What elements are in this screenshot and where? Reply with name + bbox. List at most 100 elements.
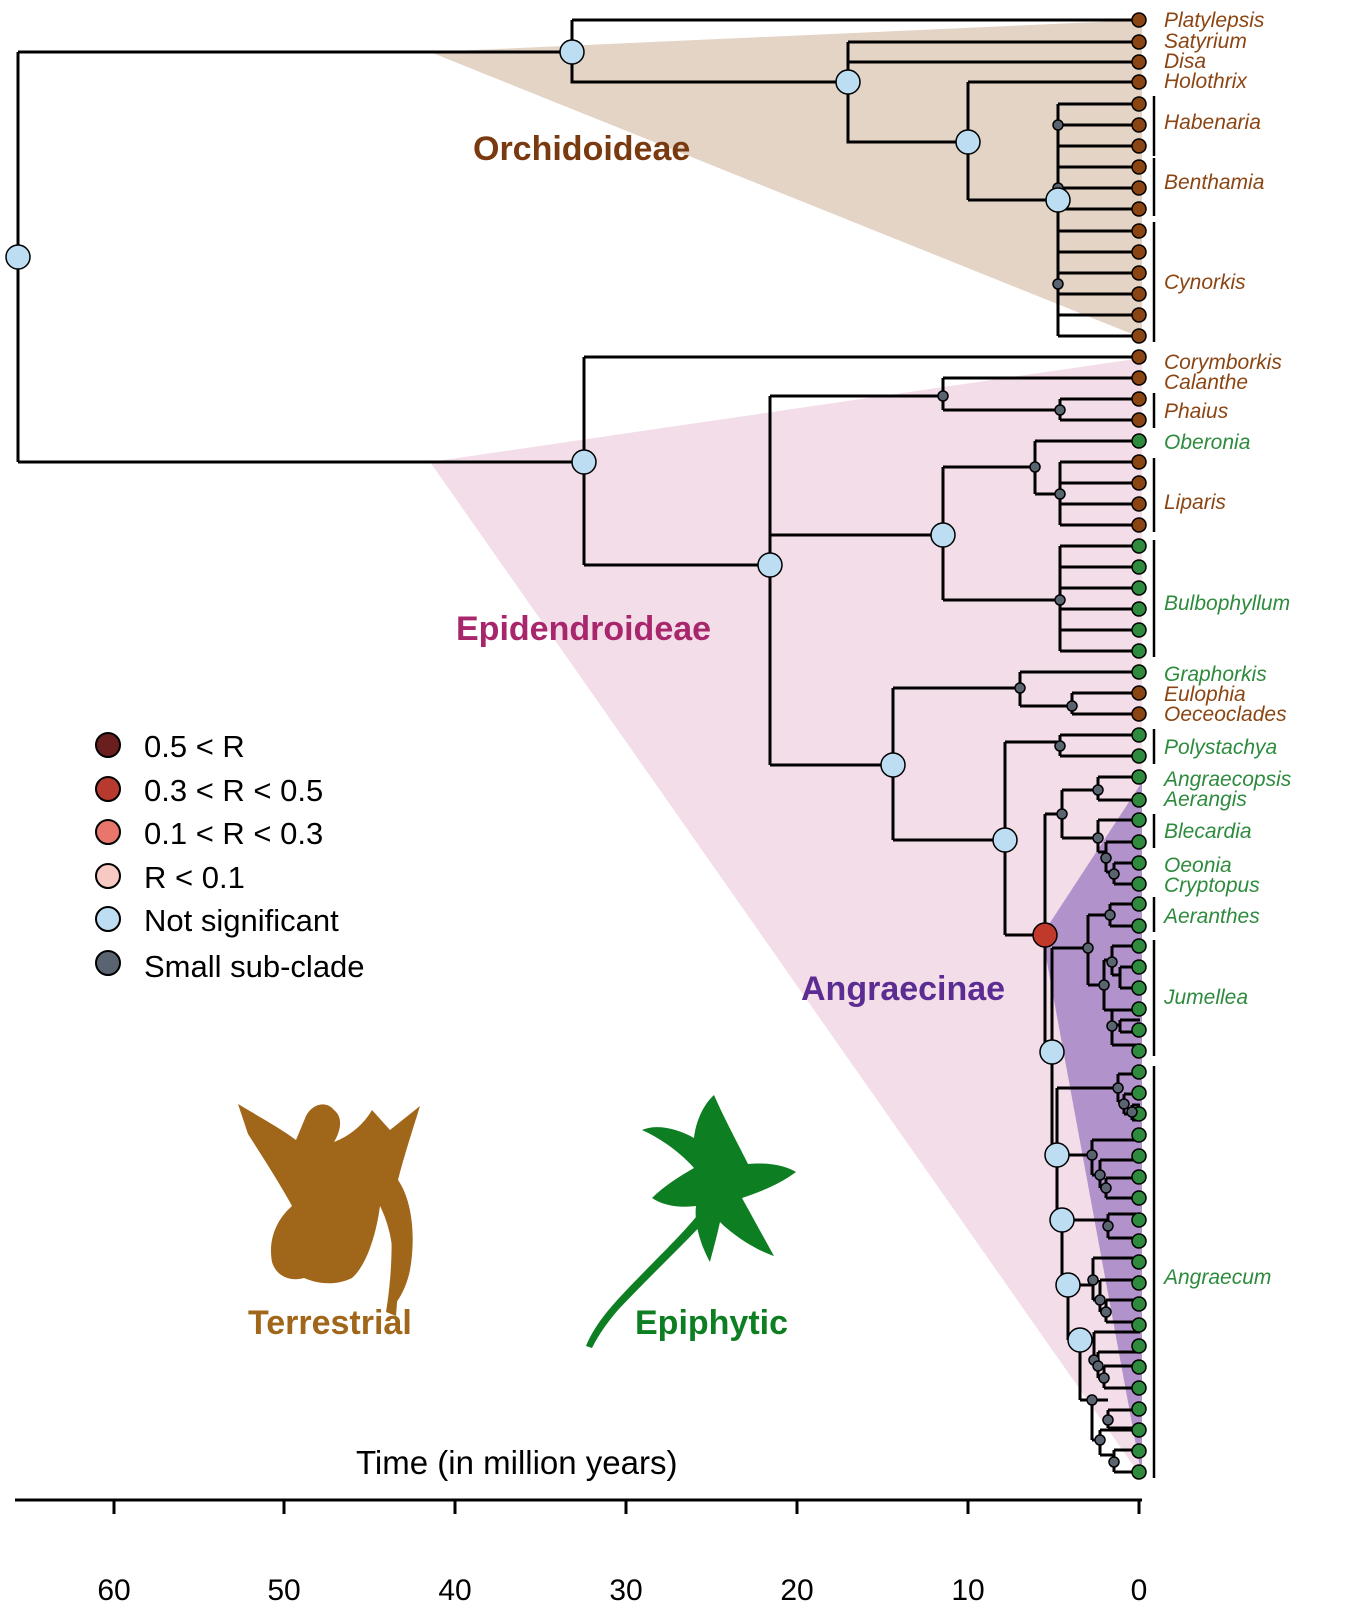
epiphytic-label: Epiphytic (635, 1304, 788, 1342)
tip-dot (1132, 371, 1146, 385)
tip-dot (1132, 728, 1146, 742)
orchidoideae-wedge (430, 20, 1142, 338)
tip-dot (1132, 1213, 1146, 1227)
tip-dot (1132, 308, 1146, 322)
tip-dot (1132, 118, 1146, 132)
tip-dot (1132, 55, 1146, 69)
tick-label: 40 (438, 1574, 471, 1607)
tip-dot (1132, 1128, 1146, 1142)
tip-dot (1132, 1297, 1146, 1311)
taxon-cryptopus: Cryptopus (1164, 874, 1260, 897)
tip-dot (1132, 476, 1146, 490)
tip-dot (1132, 181, 1146, 195)
tip-dot (1132, 1360, 1146, 1374)
tip-dot (1132, 770, 1146, 784)
tip-dot (1132, 686, 1146, 700)
tip-dot (1132, 1086, 1146, 1100)
taxon-liparis: Liparis (1164, 491, 1226, 514)
legend-dot-r-low (96, 820, 120, 844)
terrestrial-label: Terrestrial (248, 1304, 412, 1342)
significant-node (1033, 923, 1057, 947)
legend-r-low: 0.1 < R < 0.3 (144, 816, 323, 851)
tip-dot (1132, 581, 1146, 595)
legend: 0.5 < R 0.3 < R < 0.5 0.1 < R < 0.3 R < … (96, 729, 365, 984)
taxon-oeceoclades: Oeceoclades (1164, 703, 1287, 726)
tip-dot (1132, 287, 1146, 301)
tick-label: 0 (1131, 1574, 1148, 1607)
legend-dot-not-sig (96, 907, 120, 931)
clade-label-orchidoideae: Orchidoideae (473, 130, 690, 168)
tip-dot (1132, 97, 1146, 111)
taxon-platylepsis: Platylepsis (1164, 9, 1265, 32)
tip-dot (1132, 413, 1146, 427)
tip-dot (1132, 793, 1146, 807)
tip-dot (1132, 960, 1146, 974)
tip-dot (1132, 835, 1146, 849)
tip-dot (1132, 329, 1146, 343)
axis-tick-labels: 60 50 40 30 20 10 0 (97, 1574, 1147, 1607)
tip-dot (1132, 497, 1146, 511)
taxon-phaius: Phaius (1164, 400, 1229, 423)
taxon-polystachya: Polystachya (1164, 736, 1277, 759)
legend-dot-small (96, 951, 120, 975)
tip-dot (1132, 1255, 1146, 1269)
taxon-jumellea: Jumellea (1163, 986, 1248, 1009)
tip-dot (1132, 1402, 1146, 1416)
legend-not-sig: Not significant (144, 903, 339, 938)
tip-dot (1132, 919, 1146, 933)
legend-dot-r-min (96, 864, 120, 888)
tip-dot (1132, 749, 1146, 763)
tip-dot (1132, 1276, 1146, 1290)
taxon-benthamia: Benthamia (1164, 171, 1264, 194)
tick-label: 50 (267, 1574, 300, 1607)
taxon-holothrix: Holothrix (1164, 70, 1248, 93)
tip-dot (1132, 224, 1146, 238)
tip-dot (1132, 75, 1146, 89)
tip-dot (1132, 1149, 1146, 1163)
axis-title: Time (in million years) (356, 1444, 678, 1481)
tip-dot (1132, 707, 1146, 721)
taxon-habenaria: Habenaria (1164, 111, 1261, 134)
tip-dot (1132, 1044, 1146, 1058)
tip-dot (1132, 939, 1146, 953)
tip-dot (1132, 139, 1146, 153)
taxon-labels: Platylepsis Satyrium Disa Holothrix Habe… (1162, 9, 1292, 1289)
legend-r-mid: 0.3 < R < 0.5 (144, 773, 323, 808)
tip-dot (1132, 1234, 1146, 1248)
tip-dot (1132, 455, 1146, 469)
tip-dot (1132, 518, 1146, 532)
tip-dot (1132, 266, 1146, 280)
tip-dot (1132, 1339, 1146, 1353)
tip-dot (1132, 1423, 1146, 1437)
tip-dot (1132, 350, 1146, 364)
clade-label-epidendroideae: Epidendroideae (456, 610, 711, 648)
taxon-oberonia: Oberonia (1164, 431, 1250, 454)
taxon-bulbophyllum: Bulbophyllum (1164, 592, 1290, 615)
tip-dot (1132, 623, 1146, 637)
tick-label: 10 (951, 1574, 984, 1607)
taxon-aeranthes: Aeranthes (1162, 905, 1260, 928)
tip-dot (1132, 1465, 1146, 1479)
tip-dot (1132, 813, 1146, 827)
tip-dot (1132, 1191, 1146, 1205)
taxon-calanthe: Calanthe (1164, 371, 1248, 394)
tip-dot (1132, 160, 1146, 174)
tip-dot (1132, 877, 1146, 891)
clade-label-angraecinae: Angraecinae (801, 970, 1005, 1008)
tip-dot (1132, 434, 1146, 448)
tip-dot (1132, 981, 1146, 995)
legend-r-min: R < 0.1 (144, 860, 245, 895)
taxon-angraecum: Angraecum (1162, 1266, 1271, 1289)
tick-label: 20 (780, 1574, 813, 1607)
taxon-cynorkis: Cynorkis (1164, 271, 1246, 294)
tick-label: 60 (97, 1574, 130, 1607)
tip-dot (1132, 539, 1146, 553)
tip-dot (1132, 1023, 1146, 1037)
tip-dot (1132, 1381, 1146, 1395)
taxon-blecardia: Blecardia (1164, 820, 1252, 843)
tip-dot (1132, 560, 1146, 574)
tip-dot (1132, 245, 1146, 259)
tip-dot (1132, 1444, 1146, 1458)
tip-dot (1132, 602, 1146, 616)
